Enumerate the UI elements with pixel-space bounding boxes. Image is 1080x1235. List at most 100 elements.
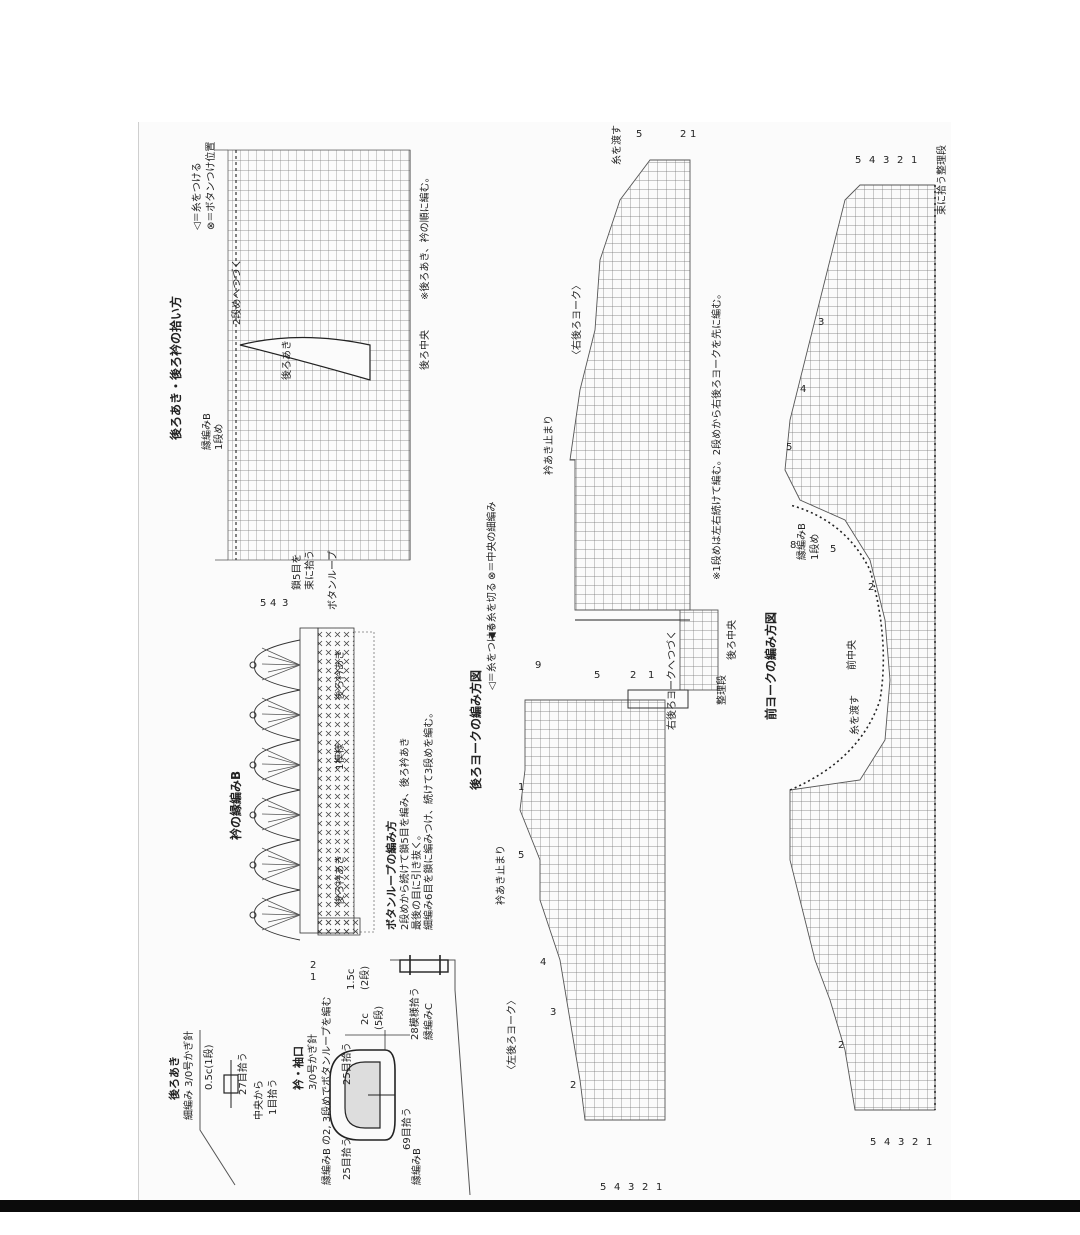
front-yoke-base: 整理段 bbox=[935, 145, 948, 175]
collar-b-title: 衿の縁編みB bbox=[228, 771, 243, 840]
fan-stitch bbox=[261, 847, 301, 866]
fan-motif bbox=[254, 789, 301, 841]
front-yoke-edging: 縁編みB bbox=[795, 523, 808, 560]
back-yoke-cont: 右後ろヨークへつづく bbox=[665, 630, 678, 730]
mid-row-9: 9 bbox=[535, 660, 541, 671]
bottom-bar bbox=[0, 1200, 1080, 1212]
back-yoke-legend1: ◁＝糸をつける bbox=[486, 622, 498, 690]
fan-stitch bbox=[261, 864, 301, 881]
front-step-8: 8 bbox=[790, 540, 796, 551]
fan-stitch bbox=[261, 914, 301, 931]
front-left-row-3: 3 bbox=[898, 1137, 904, 1148]
collar-b-pattern: 1模様 bbox=[333, 744, 346, 770]
front-right-row-1: 1 bbox=[911, 155, 917, 166]
back-pickup-note: ※後ろあき、衿の順に編む。 bbox=[418, 172, 431, 300]
fan-stitch bbox=[261, 714, 301, 731]
front-step-2b: 2 bbox=[868, 582, 874, 593]
back-yoke-legend2: ◀＝糸を切る bbox=[486, 582, 498, 640]
fan-stitch bbox=[261, 664, 301, 681]
collar-b-row-5: 5 bbox=[260, 598, 266, 609]
fan-stitch bbox=[261, 697, 301, 716]
fan-stitch bbox=[261, 863, 301, 866]
front-right-row-2: 2 bbox=[897, 155, 903, 166]
placket-subtitle: 細編み 3/0号かぎ針 bbox=[182, 1031, 195, 1120]
collar-edging: 縁編みB bbox=[410, 1148, 423, 1185]
step-2: 2 bbox=[570, 1080, 576, 1091]
back-yoke-legend3: ⊗＝中央の細編み bbox=[485, 502, 498, 580]
fan-stitch bbox=[261, 814, 301, 831]
front-left-row-5: 5 bbox=[870, 1137, 876, 1148]
collar-pick-bottom: 69目拾う bbox=[400, 1107, 413, 1150]
fan-stitch bbox=[261, 813, 301, 816]
collar-b-loop: ボタンループ bbox=[327, 551, 339, 610]
fan-stitch bbox=[261, 764, 301, 781]
front-step-4: 4 bbox=[800, 384, 806, 395]
back-yoke-transfer: 糸を渡す bbox=[610, 125, 623, 165]
collar-summary-title: 衿・袖口 bbox=[291, 1046, 305, 1090]
collar-b-row-2: 2 bbox=[310, 960, 316, 971]
collar-rows2: (2段) bbox=[358, 966, 371, 990]
fan-stitch bbox=[261, 763, 301, 766]
fan-stitch bbox=[267, 664, 301, 673]
button-loop-line1: 2段めから続けて鎖5目を編み、後ろ衿あき bbox=[398, 737, 411, 930]
back-pickup-chart bbox=[215, 149, 411, 561]
collar-b-row-4: 4 bbox=[270, 598, 276, 609]
placket-center-pick: 1目拾う bbox=[266, 1079, 279, 1115]
picot bbox=[249, 711, 257, 719]
right-stop-label: 衿あき止まり bbox=[542, 415, 555, 475]
picot bbox=[249, 661, 257, 669]
front-yoke-title: 前ヨークの編み方図 bbox=[763, 612, 778, 720]
front-yoke-transfer: 糸を渡す bbox=[848, 695, 861, 735]
crochet-diagram: 後ろあき 細編み 3/0号かぎ針 0.5c(1段) 27目拾う 中央から 1目拾… bbox=[167, 125, 948, 1196]
placket-title: 後ろあき bbox=[167, 1056, 181, 1100]
collar-b-open-right: 後ろ衿あき bbox=[333, 650, 346, 700]
fan-stitch bbox=[261, 647, 301, 666]
sleeve-pick: 28模様拾う bbox=[408, 987, 421, 1040]
placket-schematic bbox=[199, 955, 471, 1196]
left-row-1: 1 bbox=[656, 1182, 662, 1193]
collar-summary-note: 縁編みB の2, 3段めでボタンループを編む bbox=[320, 996, 333, 1185]
front-left-row-2: 2 bbox=[912, 1137, 918, 1148]
fan-motif bbox=[254, 739, 301, 791]
picot bbox=[249, 811, 257, 819]
front-step-2: 2 bbox=[838, 1040, 844, 1051]
collar-b-loop-pick: 鎖5目を bbox=[290, 554, 303, 590]
step-5: 5 bbox=[518, 850, 524, 861]
collar-pick-right: 25目拾う bbox=[340, 1042, 353, 1085]
fan-stitch bbox=[267, 755, 301, 766]
back-pickup-legend2: ⊗＝ボタンつけ位置 bbox=[204, 142, 217, 230]
front-yoke-center: 前中央 bbox=[845, 640, 858, 670]
button-loop-title: ボタンループの編み方 bbox=[384, 821, 398, 930]
fan-stitch bbox=[261, 913, 301, 916]
picot bbox=[249, 911, 257, 919]
back-pickup-opening: 後ろあき bbox=[280, 340, 293, 380]
back-pickup-row1: 1段め bbox=[212, 424, 225, 450]
back-pickup-cont: 2段めへつづく bbox=[230, 259, 243, 325]
picot bbox=[249, 761, 257, 769]
far-row-2: 2 bbox=[680, 129, 686, 140]
front-left-row-1: 1 bbox=[926, 1137, 932, 1148]
front-yoke-pick: 束に拾う bbox=[935, 175, 948, 215]
back-yoke-title: 後ろヨークの編み方図 bbox=[468, 670, 483, 790]
mid-row-1: 1 bbox=[648, 670, 654, 681]
button-loop-line3: 細編み6目を鎖に編みつけ、続けて3段めを編む。 bbox=[422, 708, 435, 930]
mid-row-5: 5 bbox=[594, 670, 600, 681]
placket-center: 中央から bbox=[252, 1080, 265, 1120]
collar-width1: 2c bbox=[360, 1013, 371, 1025]
left-back-yoke-label: 〈左後ろヨーク〉 bbox=[505, 995, 518, 1075]
mid-row-2: 2 bbox=[630, 670, 636, 681]
fan-stitch bbox=[261, 747, 301, 766]
fan-motif bbox=[254, 689, 301, 741]
far-row-1: 1 bbox=[690, 129, 696, 140]
fan-stitch bbox=[261, 713, 301, 716]
fan-stitch bbox=[267, 714, 301, 723]
right-back-yoke-label: 〈右後ろヨーク〉 bbox=[570, 280, 583, 360]
fan-stitch bbox=[267, 814, 301, 823]
button-loop-line2: 最後の目に引き抜く。 bbox=[410, 830, 423, 930]
left-stop-label: 衿あき止まり bbox=[494, 845, 507, 905]
placket-width: 0.5c(1段) bbox=[202, 1044, 215, 1090]
back-pickup-legend1: ◁＝糸をつける bbox=[191, 162, 203, 230]
front-yoke-chart bbox=[784, 184, 936, 1111]
fan-stitch bbox=[267, 805, 301, 816]
left-row-3: 3 bbox=[628, 1182, 634, 1193]
